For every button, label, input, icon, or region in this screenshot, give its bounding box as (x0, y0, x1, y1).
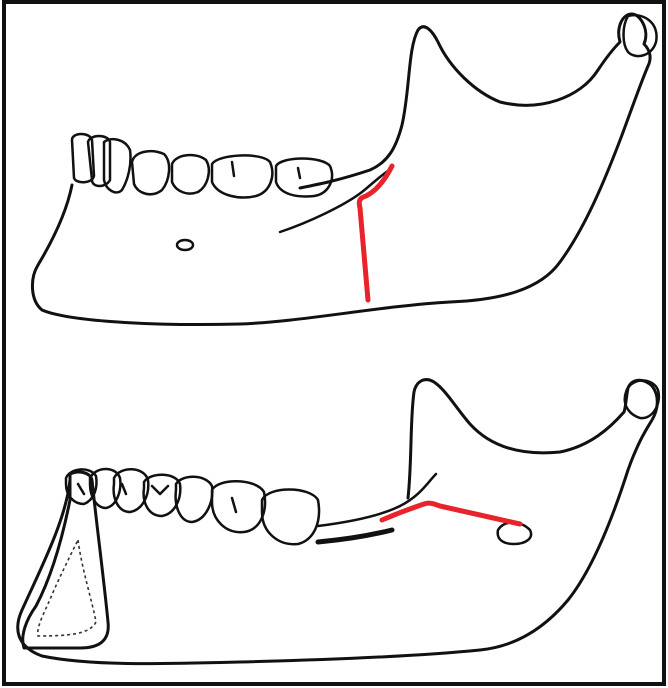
bottom-cortex-shadow (318, 530, 392, 542)
tooth-groove (232, 162, 300, 178)
tooth (132, 151, 169, 194)
bottom-fragment (498, 523, 531, 545)
tooth (212, 481, 265, 532)
top-vertical-osteotomy-line (359, 166, 392, 300)
tooth (212, 155, 272, 197)
bottom-canal-line (318, 474, 436, 526)
tooth (262, 490, 319, 545)
top-canal-curve (280, 168, 392, 232)
bottom-teeth (66, 469, 319, 544)
top-mandible-panel (32, 14, 656, 324)
top-mental-foramen (177, 240, 193, 250)
top-teeth (72, 134, 332, 197)
top-mandible-outline (32, 14, 650, 324)
bottom-mandible-panel (18, 380, 659, 664)
bottom-mandible-outline (18, 380, 658, 664)
tooth (276, 159, 332, 197)
top-condyle-outline (624, 15, 657, 56)
bottom-horizontal-osteotomy-line (382, 503, 520, 524)
tooth (172, 155, 209, 193)
